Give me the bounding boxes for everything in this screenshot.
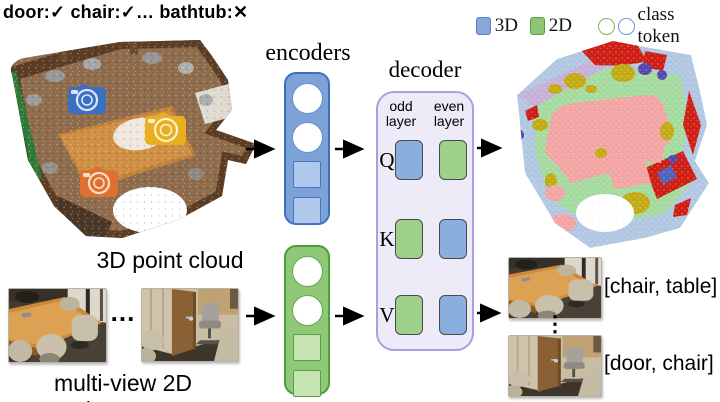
q-label: Q [379,148,395,172]
decoder-row-k: K [378,219,472,259]
feature-token-2d-icon [293,334,321,361]
multiview-ellipsis: ... [110,297,136,327]
feature-token-3d-icon [293,161,321,188]
legend-2d-swatch [530,17,545,35]
multiview-image-door [141,288,239,362]
k-label: K [379,227,395,251]
output-caption-door-chair: [door, chair] [604,352,714,375]
even-layer-header: even layer [433,98,465,129]
encoders-title: encoders [265,40,351,66]
multiview-image-table [8,288,107,363]
decoder-title: decoder [388,57,462,82]
output-image-door [508,335,602,397]
output-caption-chair-table: [chair, table] [604,275,718,298]
camera-icon-yellow [145,112,186,145]
legend: 3D 2D class token [476,4,720,48]
decoder-row-q: Q [378,140,472,180]
legend-class-token-label: class token [637,4,680,47]
v-even-3d-cell [439,295,467,335]
encoder-3d [284,72,330,225]
camera-icon-orange [80,166,118,197]
encoder-2d [284,245,330,397]
k-even-3d-cell [439,219,467,259]
class-token-icon [291,256,323,287]
input-point-cloud-image [10,40,257,238]
class-token-circle-green-icon [598,17,615,35]
odd-layer-header: odd layer [385,98,417,129]
legend-3d-swatch [476,17,491,35]
q-even-2d-cell [439,140,467,180]
feature-token-2d-icon [293,370,321,397]
vertical-dots: ⋮ [544,311,566,336]
prediction-text: door:✓ chair:✓… bathtub:✕ [3,2,249,22]
v-odd-2d-cell [395,295,423,335]
legend-2d-label: 2D [548,15,573,36]
class-token-icon [291,122,323,153]
class-token-icon [291,295,323,326]
decoder-row-v: V [378,295,472,335]
class-token-circle-blue-icon [617,17,635,35]
k-odd-2d-cell [395,219,423,259]
output-segmented-point-cloud [517,41,709,248]
legend-3d-label: 3D [494,15,519,36]
q-odd-3d-cell [395,140,423,180]
camera-icon-blue [68,84,106,114]
multiview-images-label: multi-view 2D images [53,370,193,402]
output-image-table [508,257,602,319]
feature-token-3d-icon [293,197,321,224]
decoder-column-headers: odd layer even layer [378,99,472,129]
class-token-icon [291,83,323,114]
decoder-box: odd layer even layer Q K V [376,91,474,351]
point-cloud-label: 3D point cloud [96,247,244,273]
v-label: V [379,303,395,327]
